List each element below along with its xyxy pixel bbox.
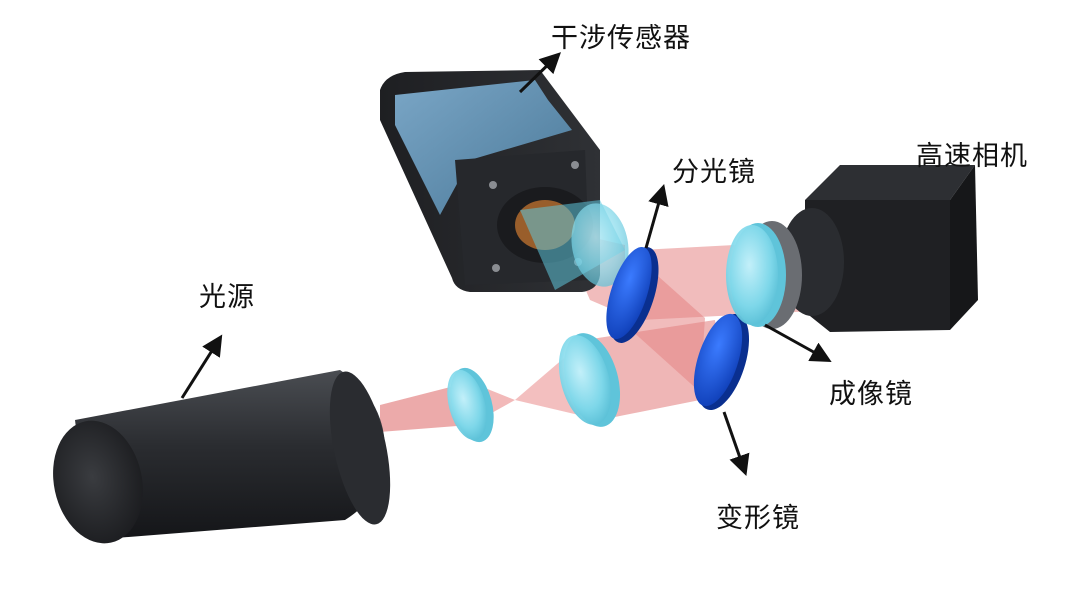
arrow-beam-splitter xyxy=(644,183,669,249)
collimator-lens-1 xyxy=(447,367,494,443)
label-imaging-lens: 成像镜 xyxy=(829,379,913,410)
imaging-lens xyxy=(726,221,802,329)
screw-icon xyxy=(492,264,500,272)
label-light-source: 光源 xyxy=(199,282,255,313)
label-deformable-mirror: 变形镜 xyxy=(716,503,800,534)
beam-splitter xyxy=(606,247,659,343)
screw-icon xyxy=(489,181,497,189)
screw-icon xyxy=(571,161,579,169)
label-interference-sensor: 干涉传感器 xyxy=(551,23,691,54)
deformable-mirror xyxy=(693,313,750,411)
arrow-deformable-mirror xyxy=(722,411,750,476)
collimator-lens-2 xyxy=(558,333,621,427)
high-speed-camera-body xyxy=(780,165,978,332)
light-source-cylinder xyxy=(53,370,391,544)
label-high-speed-camera: 高速相机 xyxy=(916,141,1028,172)
label-beam-splitter: 分光镜 xyxy=(672,157,756,188)
interference-sensor-body xyxy=(380,70,629,292)
arrow-imaging-lens xyxy=(764,323,832,363)
arrow-interference-sensor xyxy=(518,52,562,94)
arrow-light-source xyxy=(180,334,223,399)
pointer-arrows xyxy=(180,52,832,476)
